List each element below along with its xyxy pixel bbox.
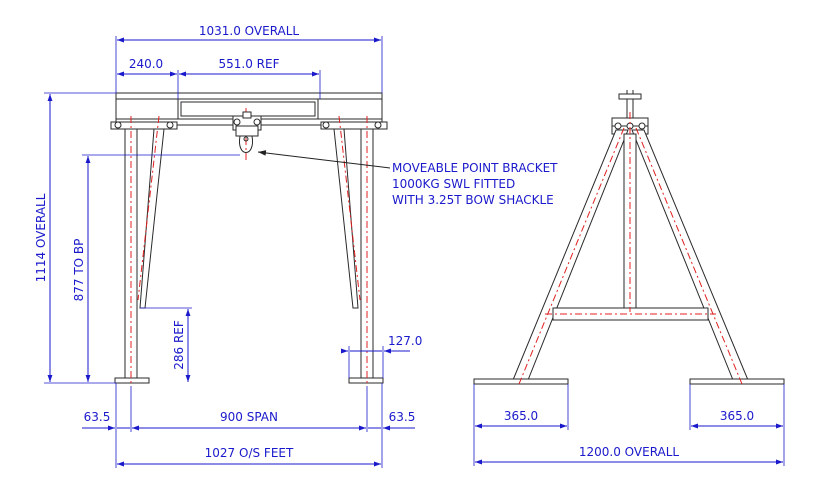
dim-height-to-bp: 877 TO BP	[72, 239, 86, 302]
bolt	[322, 121, 330, 129]
dim-right-overhang: 63.5	[389, 410, 416, 424]
bolt	[114, 121, 122, 129]
dim-offset: 240.0	[129, 57, 163, 71]
left-brace	[139, 128, 165, 309]
callout-note: MOVEABLE POINT BRACKET 1000KG SWL FITTED…	[392, 161, 558, 207]
left-foot-plate	[114, 377, 150, 384]
right-foot-plate	[348, 377, 384, 384]
right-head-plate	[320, 121, 388, 130]
callout-line-1: MOVEABLE POINT BRACKET	[392, 161, 558, 175]
side-right-foot	[689, 378, 785, 385]
callout-leader	[257, 150, 391, 169]
front-dimensions: 1031.0 OVERALL 240.0 551.0 REF 1114 OVER…	[34, 24, 422, 468]
dim-side-right-foot: 365.0	[720, 409, 754, 423]
moveable-point-bracket	[232, 111, 262, 153]
callout-line-2: 1000KG SWL FITTED	[392, 177, 515, 191]
bolt	[374, 121, 382, 129]
dim-overall-width: 1031.0 OVERALL	[199, 24, 300, 38]
left-head-plate	[110, 121, 178, 130]
dim-span: 900 SPAN	[220, 410, 278, 424]
dim-overall-height: 1114 OVERALL	[34, 193, 48, 282]
side-dimensions: 365.0 365.0 1200.0 OVERALL	[473, 384, 785, 466]
side-view	[473, 90, 785, 385]
right-brace	[333, 128, 359, 309]
dim-foot-width: 127.0	[388, 334, 422, 348]
dim-side-left-foot: 365.0	[504, 409, 538, 423]
dim-side-overall-base: 1200.0 OVERALL	[579, 445, 680, 459]
bow-shackle	[238, 135, 254, 153]
bolt	[166, 121, 174, 129]
side-right-leg	[631, 129, 749, 381]
front-view	[110, 92, 391, 386]
dim-reference-length: 551.0 REF	[219, 57, 280, 71]
dim-feet-span: 1027 O/S FEET	[205, 446, 294, 460]
callout-line-3: WITH 3.25T BOW SHACKLE	[392, 193, 554, 207]
top-cap	[618, 93, 642, 100]
dim-left-overhang: 63.5	[84, 410, 111, 424]
dim-brace-height: 286 REF	[172, 320, 186, 370]
